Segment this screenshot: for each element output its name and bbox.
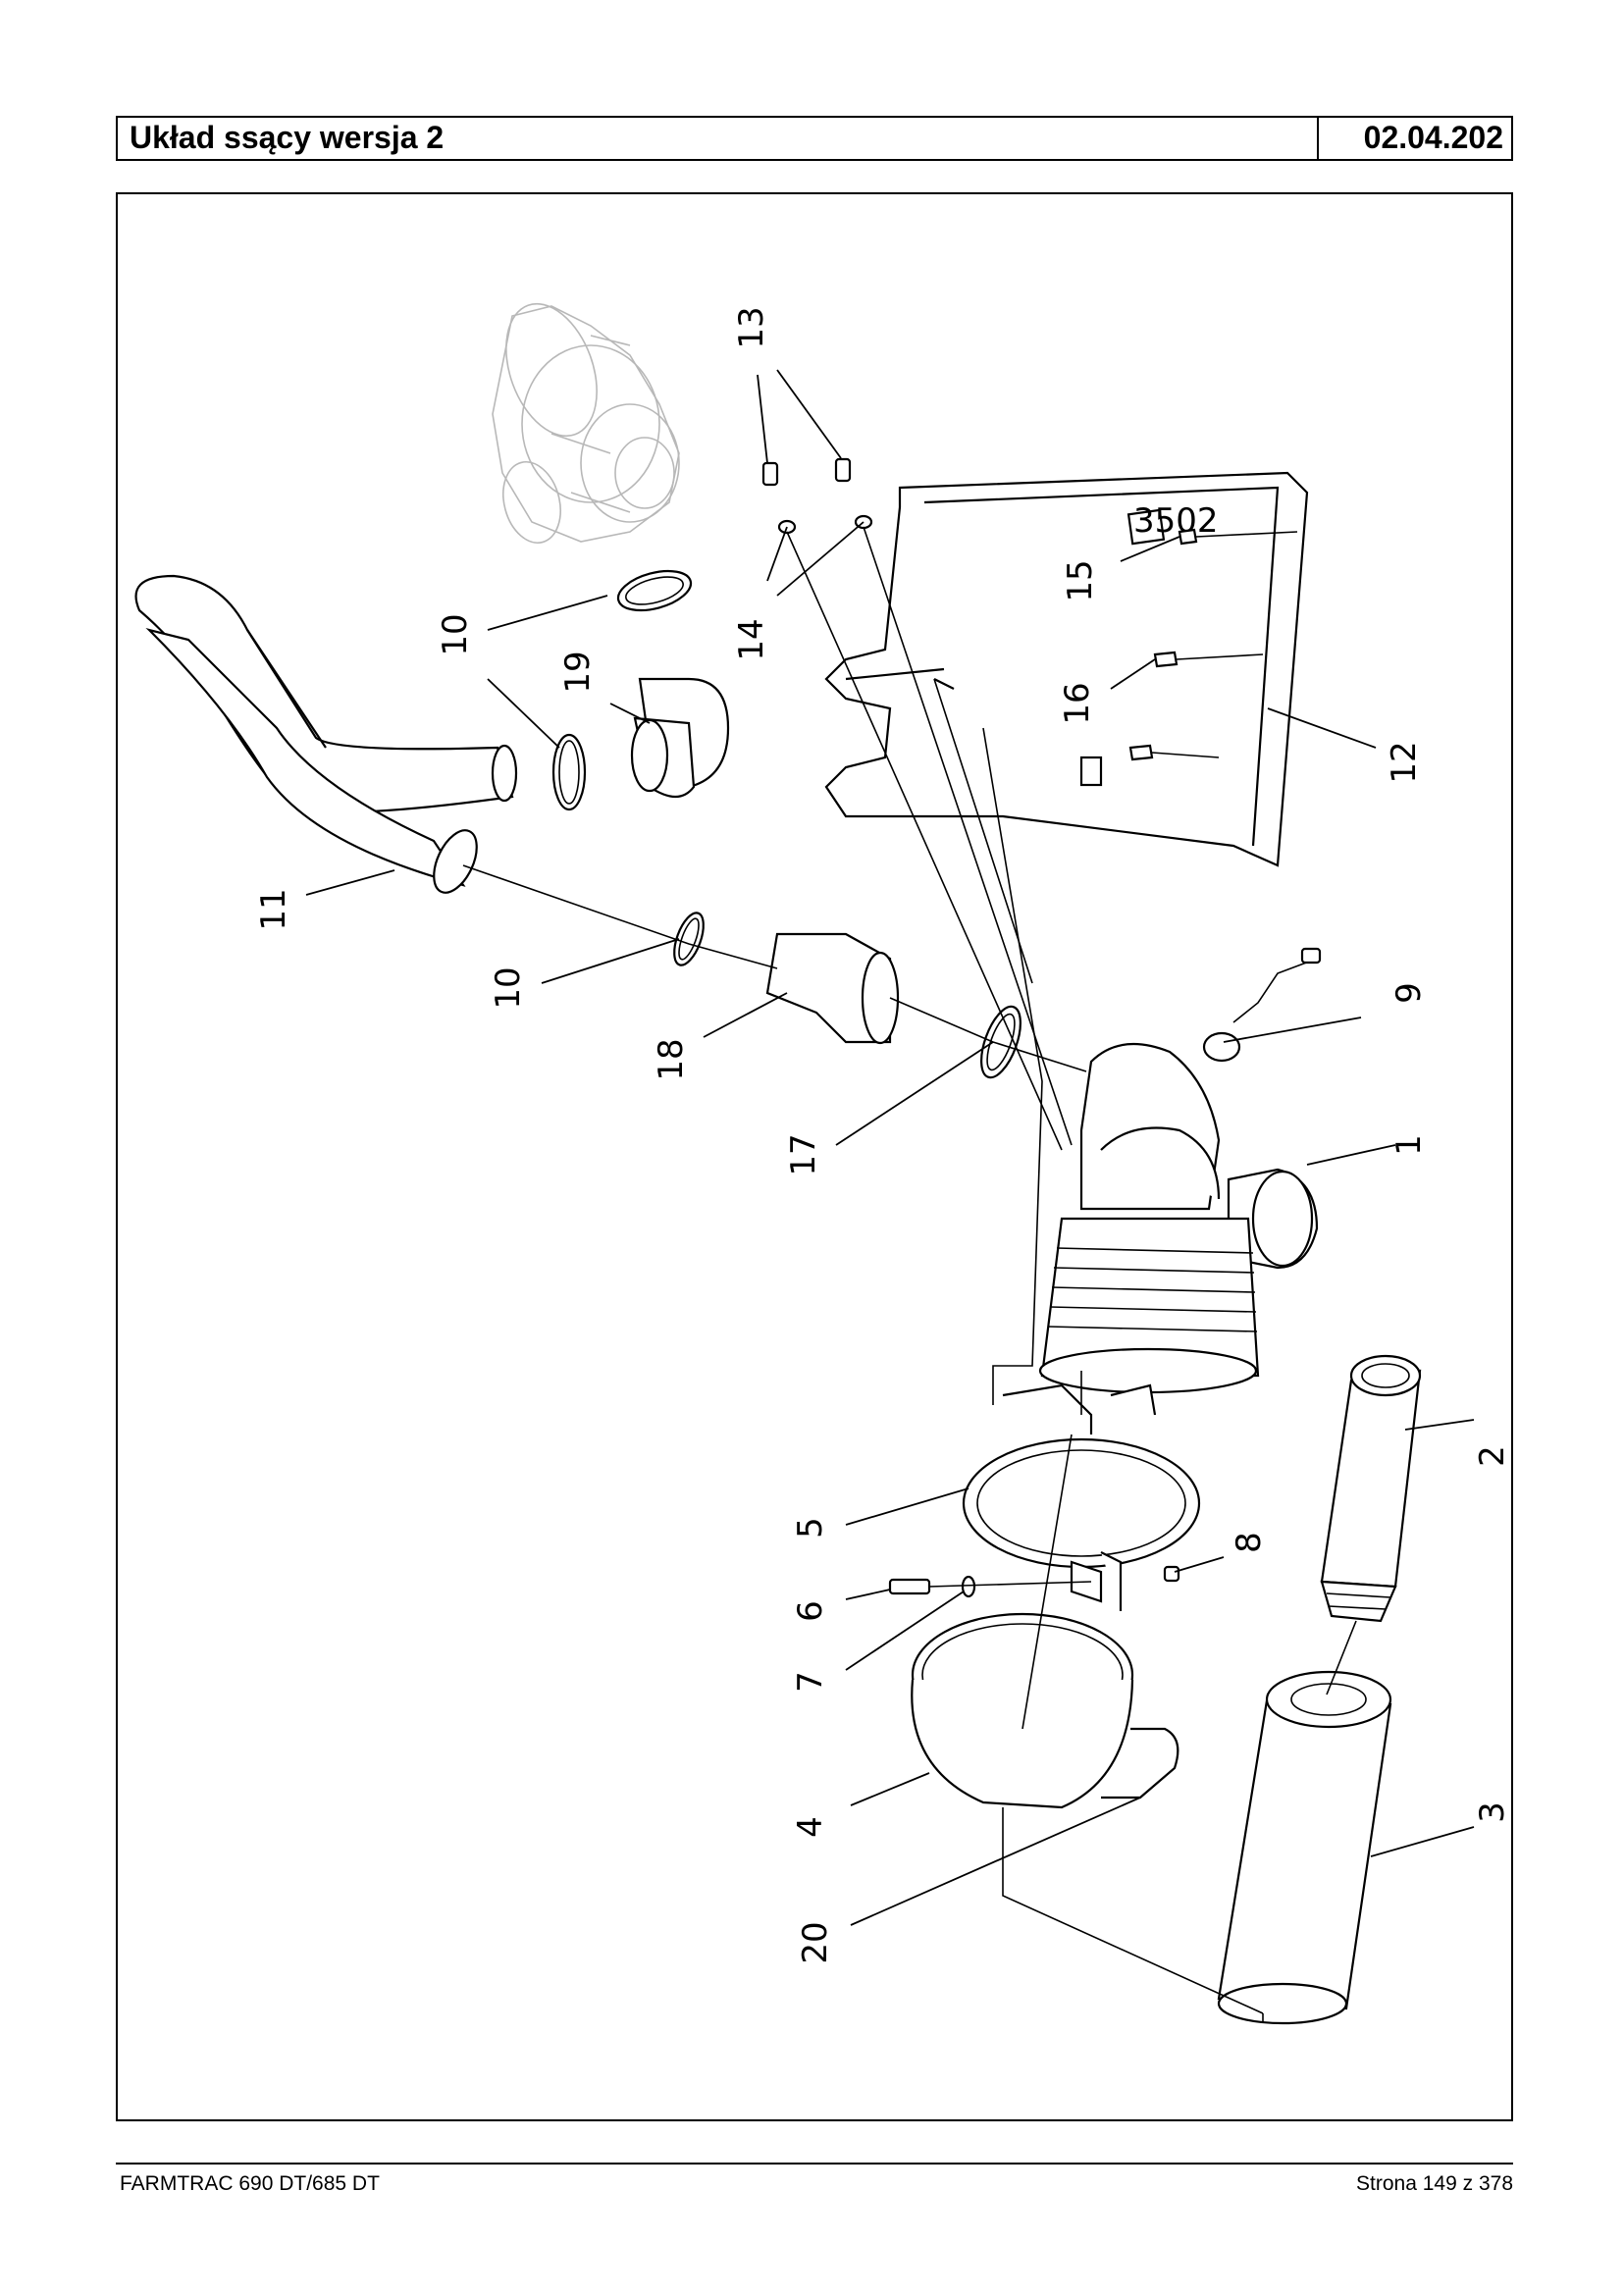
elbow-part-19 xyxy=(630,677,730,799)
label-6: 6 xyxy=(791,1600,830,1622)
label-10-lower: 10 xyxy=(489,966,528,1009)
label-19: 19 xyxy=(558,651,598,693)
label-16: 16 xyxy=(1058,682,1097,724)
footer-model: FARMTRAC 690 DT/685 DT xyxy=(120,2172,380,2195)
sensor-part-9 xyxy=(1202,947,1322,1063)
housing-part-1 xyxy=(1038,1042,1319,1394)
footer-divider xyxy=(116,2163,1513,2165)
plate-marking: 3502 xyxy=(1133,501,1219,541)
hose-part-11 xyxy=(134,574,518,894)
page-date: 02.04.202 xyxy=(1363,120,1503,155)
filter-part-3 xyxy=(1217,1670,1392,2025)
reducer-part-18 xyxy=(765,932,900,1045)
clamp-part-10-middle xyxy=(673,912,705,966)
label-10-upper: 10 xyxy=(436,613,475,655)
diagram-frame: 3502 xyxy=(116,192,1513,2121)
cartridge-part-2 xyxy=(1320,1354,1422,1623)
page-header: Układ ssący wersja 2 02.04.202 xyxy=(116,116,1513,161)
label-13: 13 xyxy=(732,306,771,348)
label-20: 20 xyxy=(796,1921,835,1963)
label-4: 4 xyxy=(791,1816,830,1838)
clamp-part-10-upper xyxy=(616,569,693,612)
page-title: Układ ssący wersja 2 xyxy=(118,118,1319,159)
label-15: 15 xyxy=(1061,559,1100,601)
label-9: 9 xyxy=(1389,982,1429,1004)
label-1: 1 xyxy=(1389,1134,1429,1156)
bolts-part-13 xyxy=(761,457,1073,1151)
strap-part-5 xyxy=(962,1383,1201,1611)
label-5: 5 xyxy=(791,1517,830,1539)
label-3: 3 xyxy=(1473,1801,1510,1823)
label-18: 18 xyxy=(652,1038,691,1080)
footer-page-number: Strona 149 z 378 xyxy=(1356,2172,1513,2195)
label-8: 8 xyxy=(1230,1532,1269,1553)
leader-lines xyxy=(305,369,1475,1926)
part-labels: 1 2 3 4 5 6 7 8 9 10 10 11 12 13 14 15 1… xyxy=(254,306,1510,1963)
label-2: 2 xyxy=(1473,1445,1510,1467)
label-12: 12 xyxy=(1385,741,1424,783)
bolt-part-6 xyxy=(888,1565,1180,1598)
label-7: 7 xyxy=(791,1671,830,1693)
bowl-part-4 xyxy=(911,1612,1179,1809)
bracket-part-12: 3502 xyxy=(824,471,1309,867)
clamp-part-10-ring xyxy=(551,733,587,811)
turbocharger-ghost xyxy=(492,302,680,545)
exploded-parts-diagram: 3502 xyxy=(134,302,1510,2025)
label-17: 17 xyxy=(784,1133,823,1175)
label-14: 14 xyxy=(732,618,771,660)
label-11: 11 xyxy=(254,888,293,930)
